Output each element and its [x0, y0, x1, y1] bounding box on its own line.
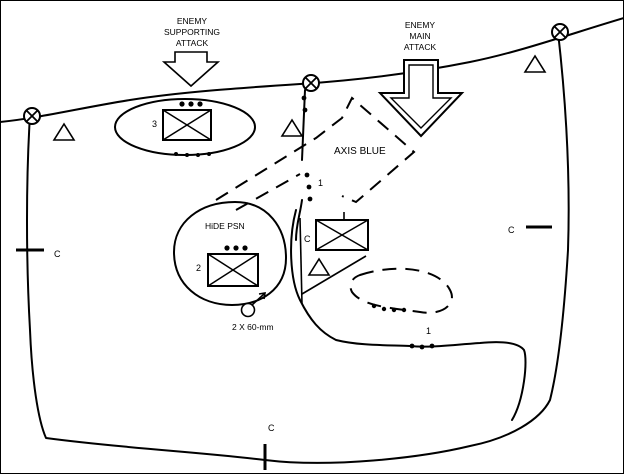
- c-right-label: C: [508, 225, 515, 235]
- c-left-label: C: [54, 249, 61, 259]
- hide-psn-outline: [173, 201, 287, 306]
- svg-text:ATTACK: ATTACK: [176, 38, 209, 48]
- mortar-symbol: [240, 292, 266, 318]
- svg-text:ENEMY: ENEMY: [405, 20, 436, 30]
- center-line: [295, 89, 306, 241]
- op-triangles: [52, 54, 547, 276]
- bp-3-dots: [174, 152, 211, 157]
- unit-1-lower-label: 1: [426, 326, 431, 336]
- svg-text:SUPPORTING: SUPPORTING: [164, 27, 220, 37]
- unit-2-label: 2: [196, 263, 201, 273]
- c-bottom-label: C: [268, 423, 275, 433]
- unit-c-label: C: [304, 234, 311, 244]
- unit-c-symbol: [299, 212, 369, 305]
- contact-point-left: [23, 107, 41, 125]
- unit-3-label: 3: [152, 119, 157, 129]
- axis-blue-label: AXIS BLUE: [334, 146, 386, 157]
- contact-point-center: [302, 74, 320, 92]
- engagement-area: [349, 267, 453, 314]
- svg-text:ENEMY: ENEMY: [177, 16, 208, 26]
- axis-blue-arrow: [215, 96, 416, 204]
- contact-point-right: [551, 23, 569, 41]
- enemy-supporting-attack-label: ENEMY SUPPORTING ATTACK: [164, 16, 220, 48]
- left-boundary: [26, 31, 570, 464]
- svg-text:MAIN: MAIN: [409, 31, 430, 41]
- unit-1-label: 1: [318, 178, 323, 188]
- enemy-supporting-attack-arrow: [161, 51, 221, 88]
- axis-blue-lower: [235, 173, 301, 211]
- hide-psn-label: HiDE PSN: [205, 221, 245, 231]
- enemy-main-attack-label: ENEMY MAIN ATTACK: [404, 20, 437, 52]
- svg-text:ATTACK: ATTACK: [404, 42, 437, 52]
- front-line: [0, 17, 624, 123]
- unit-2-symbol: [207, 245, 259, 287]
- mortar-label: 2 X 60-mm: [232, 322, 274, 332]
- enemy-main-attack-arrow: [377, 59, 465, 138]
- unit-3-symbol: [162, 101, 212, 141]
